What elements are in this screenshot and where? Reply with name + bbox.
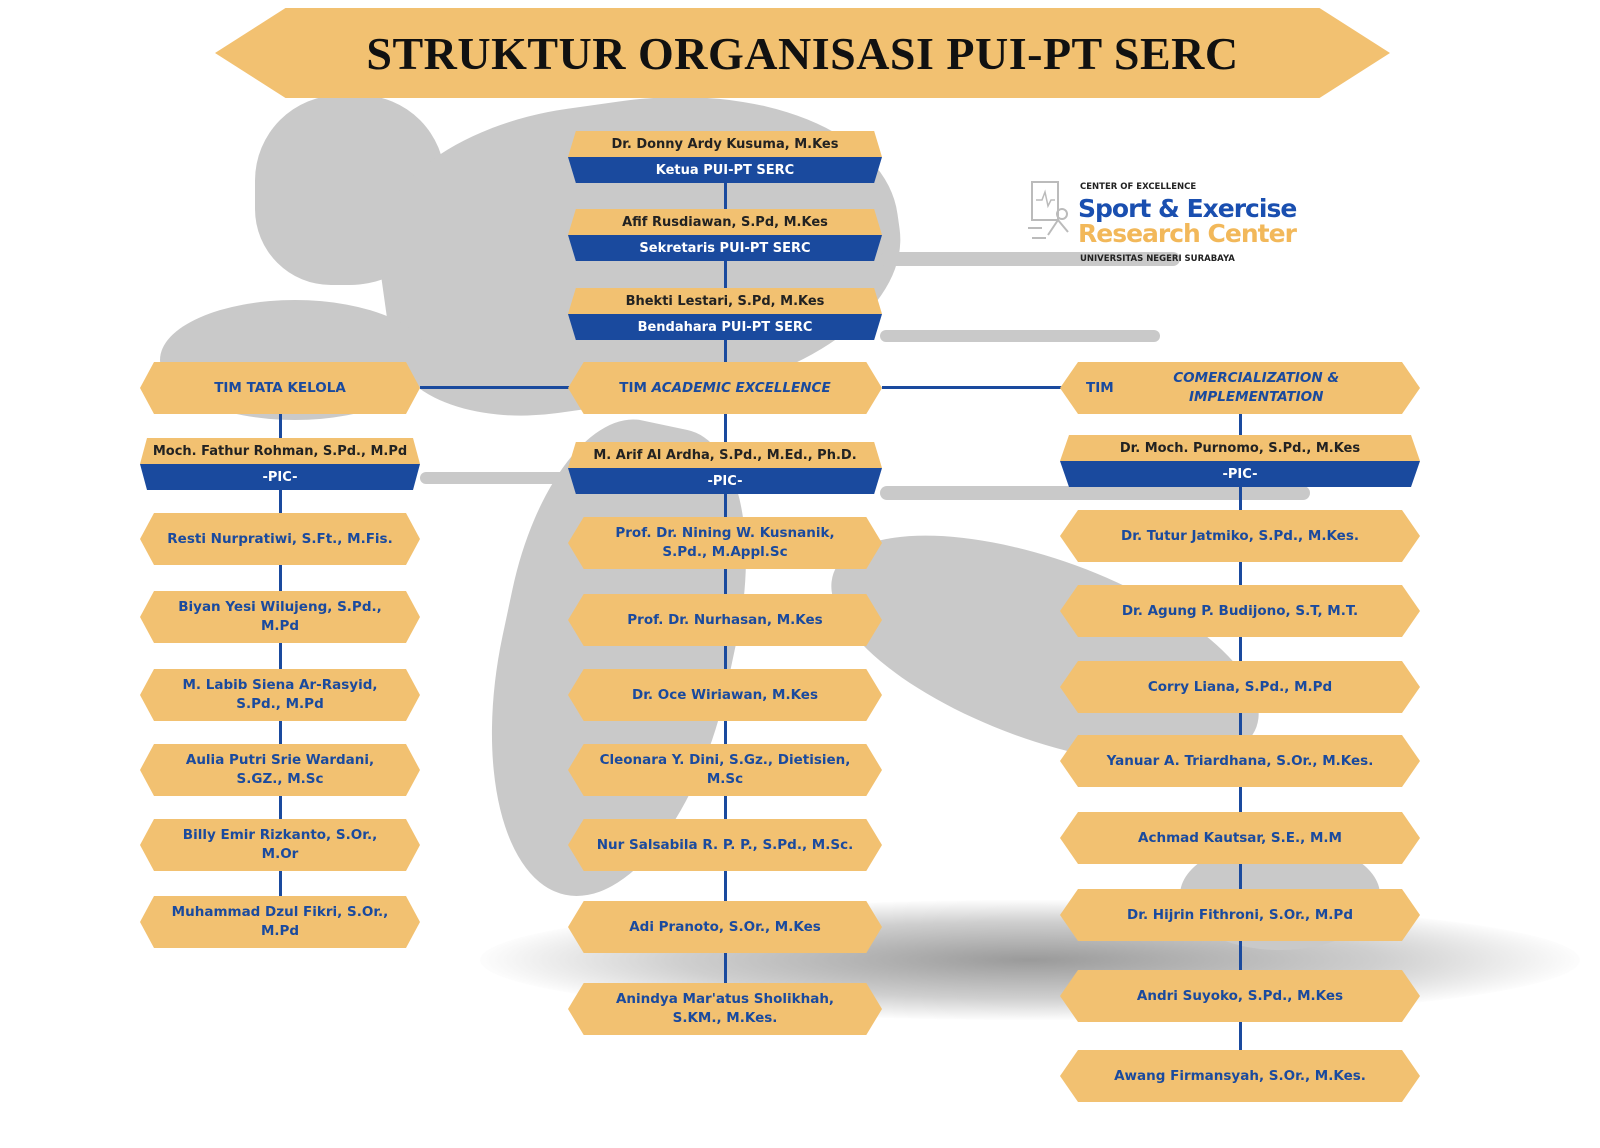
silhouette-speedline: [880, 486, 1310, 500]
serc-logo: CENTER OF EXCELLENCE Sport & Exercise Re…: [1028, 178, 1297, 268]
connector-line: [882, 386, 1062, 389]
member-box: Nur Salsabila R. P. P., S.Pd., M.Sc.: [568, 819, 882, 871]
person-role: Ketua PUI-PT SERC: [568, 157, 882, 183]
member-box: Resti Nurpratiwi, S.Ft., M.Fis.: [140, 513, 420, 565]
member-box: Dr. Oce Wiriawan, M.Kes: [568, 669, 882, 721]
page-title: STRUKTUR ORGANISASI PUI-PT SERC: [366, 27, 1239, 79]
member-box: Achmad Kautsar, S.E., M.M: [1060, 812, 1420, 864]
member-box: Cleonara Y. Dini, S.Gz., Dietisien, M.Sc: [568, 744, 882, 796]
person-role: -PIC-: [140, 464, 420, 490]
team-header: TIM COMERCIALIZATION & IMPLEMENTATION: [1060, 362, 1420, 414]
pic-box: Dr. Moch. Purnomo, S.Pd., M.Kes-PIC-: [1060, 435, 1420, 487]
logo-university: UNIVERSITAS NEGERI SURABAYA: [1080, 254, 1235, 264]
person-name: Dr. Donny Ardy Kusuma, M.Kes: [568, 131, 882, 157]
person-role: -PIC-: [568, 468, 882, 494]
member-box: Prof. Dr. Nining W. Kusnanik, S.Pd., M.A…: [568, 517, 882, 569]
member-box: Adi Pranoto, S.Or., M.Kes: [568, 901, 882, 953]
team-title-prefix: TIM: [214, 379, 247, 396]
silhouette-speedline: [420, 472, 580, 484]
runner-clipboard-icon: [1028, 181, 1069, 239]
person-role: Bendahara PUI-PT SERC: [568, 314, 882, 340]
pic-box: M. Arif Al Ardha, S.Pd., M.Ed., Ph.D.-PI…: [568, 442, 882, 494]
member-box: Dr. Hijrin Fithroni, S.Or., M.Pd: [1060, 889, 1420, 941]
member-box: Dr. Tutur Jatmiko, S.Pd., M.Kes.: [1060, 510, 1420, 562]
connector-line: [279, 400, 282, 916]
member-box: Awang Firmansyah, S.Or., M.Kes.: [1060, 1050, 1420, 1102]
person-name: M. Arif Al Ardha, S.Pd., M.Ed., Ph.D.: [568, 442, 882, 468]
silhouette-speedline: [880, 330, 1160, 342]
member-box: Biyan Yesi Wilujeng, S.Pd., M.Pd: [140, 591, 420, 643]
person-name: Dr. Moch. Purnomo, S.Pd., M.Kes: [1060, 435, 1420, 461]
member-box: Yanuar A. Triardhana, S.Or., M.Kes.: [1060, 735, 1420, 787]
logo-tagline: CENTER OF EXCELLENCE: [1080, 182, 1197, 192]
logo-line2: Research Center: [1078, 219, 1297, 248]
team-title-italic: COMERCIALIZATION & IMPLEMENTATION: [1173, 370, 1340, 405]
team-title-italic: ACADEMIC EXCELLENCE: [651, 379, 831, 396]
member-box: Muhammad Dzul Fikri, S.Or., M.Pd: [140, 896, 420, 948]
logo-line1: Sport & Exercise: [1078, 194, 1297, 223]
person-name: Bhekti Lestari, S.Pd, M.Kes: [568, 288, 882, 314]
team-title: TATA KELOLA: [246, 379, 346, 396]
member-box: Anindya Mar'atus Sholikhah, S.KM., M.Kes…: [568, 983, 882, 1035]
person-role: Sekretaris PUI-PT SERC: [568, 235, 882, 261]
silhouette-speedline: [880, 252, 1180, 266]
member-box: Billy Emir Rizkanto, S.Or., M.Or: [140, 819, 420, 871]
connector-line: [724, 150, 727, 390]
member-box: M. Labib Siena Ar-Rasyid, S.Pd., M.Pd: [140, 669, 420, 721]
pic-box: Moch. Fathur Rohman, S.Pd., M.Pd-PIC-: [140, 438, 420, 490]
title-banner: STRUKTUR ORGANISASI PUI-PT SERC: [215, 8, 1390, 98]
member-box: Corry Liana, S.Pd., M.Pd: [1060, 661, 1420, 713]
team-header: TIM ACADEMIC EXCELLENCE: [568, 362, 882, 414]
team-title-prefix: TIM: [1086, 379, 1119, 396]
member-box: Dr. Agung P. Budijono, S.T, M.T.: [1060, 585, 1420, 637]
person-role: -PIC-: [1060, 461, 1420, 487]
person-name: Moch. Fathur Rohman, S.Pd., M.Pd: [140, 438, 420, 464]
member-box: Prof. Dr. Nurhasan, M.Kes: [568, 594, 882, 646]
team-title-prefix: TIM: [619, 379, 652, 396]
person-name: Afif Rusdiawan, S.Pd, M.Kes: [568, 209, 882, 235]
connector-line: [420, 386, 570, 389]
member-box: Aulia Putri Srie Wardani, S.GZ., M.Sc: [140, 744, 420, 796]
team-header: TIM TATA KELOLA: [140, 362, 420, 414]
member-box: Andri Suyoko, S.Pd., M.Kes: [1060, 970, 1420, 1022]
